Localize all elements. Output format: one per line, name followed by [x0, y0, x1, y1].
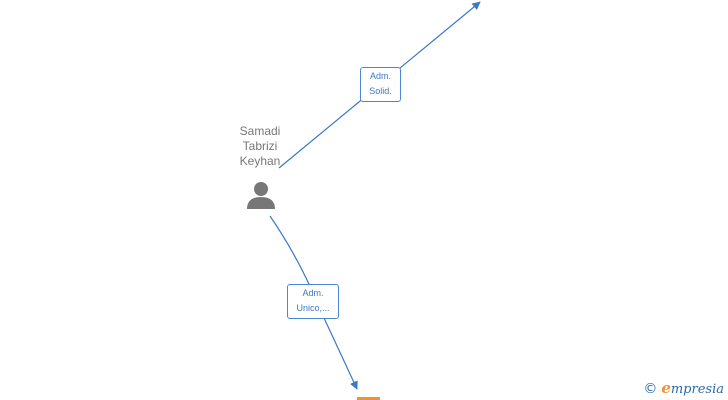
edge-label-line: Adm.	[369, 71, 391, 81]
edge-label-line: Unico,...	[296, 303, 330, 313]
person-name-line: Keyhan	[239, 154, 281, 168]
person-name[interactable]: Samadi Tabrizi Keyhan	[229, 124, 291, 169]
company-node[interactable]	[357, 397, 380, 400]
brand-logo-text: mpresia	[670, 382, 724, 397]
person-name-line: Tabrizi	[242, 139, 278, 153]
edge-label-line: Adm.	[302, 288, 324, 298]
edge-label-adm-solid[interactable]: Adm. Solid.	[360, 67, 401, 102]
person-icon[interactable]	[246, 180, 276, 210]
empresia-watermark: ©empresia	[643, 379, 724, 397]
person-name-line: Samadi	[239, 124, 281, 138]
copyright-icon: ©	[643, 381, 658, 397]
brand-logo-letter: e	[661, 379, 671, 397]
edge-label-line: Solid.	[369, 86, 392, 96]
edge-label-adm-unico[interactable]: Adm. Unico,...	[287, 284, 339, 319]
